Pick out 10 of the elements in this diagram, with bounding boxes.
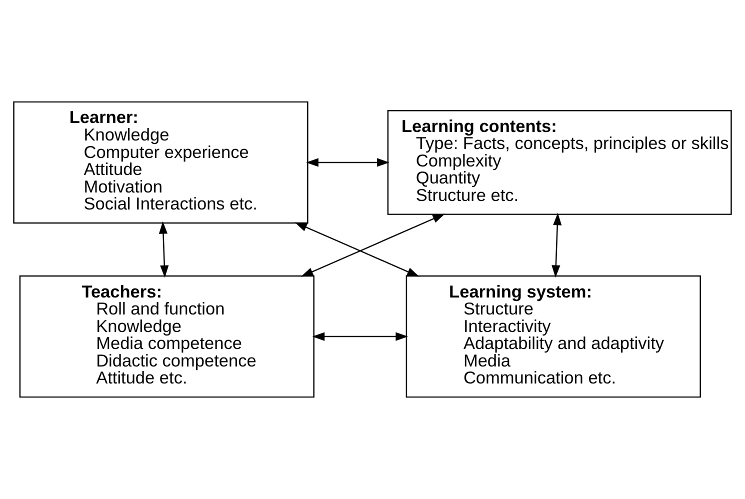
arrow [306,158,390,167]
arrow [552,212,562,278]
node-box: Learning system: Structure Interactivity Adaptability and adaptivity Media Communication etc. [406,275,701,398]
arrow [158,221,169,278]
arrow [312,332,408,341]
node-box: Learning contents: Type: Facts, concepts, principles or skills Complexity Quantity Structure etc. [387,110,732,215]
node-box: Learner: Knowledge Computer experience Attitude Motivation Social Interactions etc. [13,101,308,224]
node-box: Teachers: Roll and function Knowledge Media competence Didactic competence Attitude etc. [19,275,314,398]
arrow [300,214,446,277]
arrow [294,222,420,277]
